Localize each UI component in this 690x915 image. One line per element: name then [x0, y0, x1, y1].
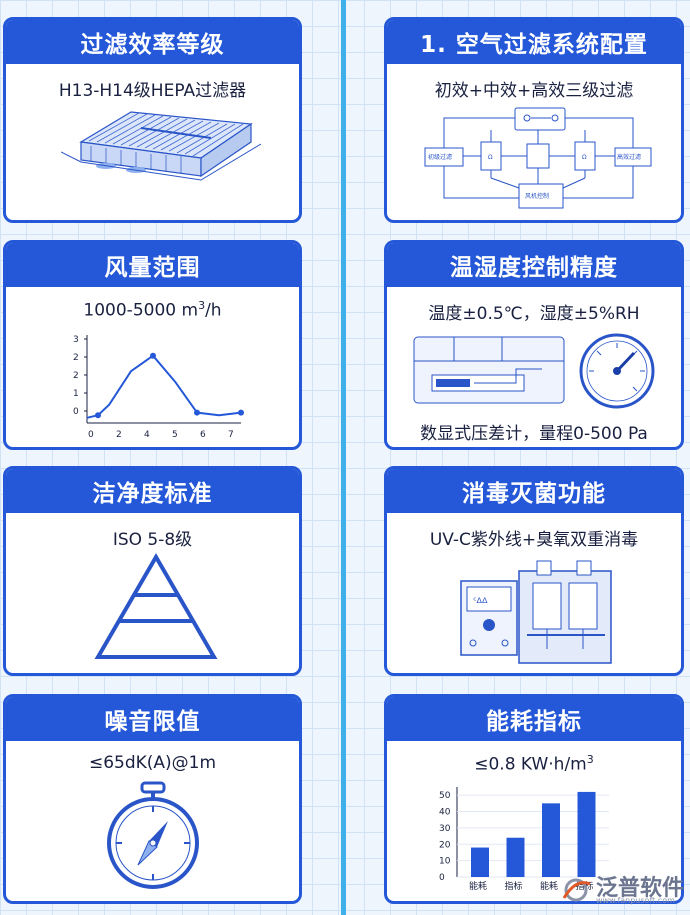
card-spec: UV-C紫外线+臭氧双重消毒	[429, 530, 639, 550]
card-spec: 1000-5000 m3/h	[6, 299, 299, 321]
brand-logo-icon	[562, 878, 591, 902]
y-tick-label: 10	[439, 857, 451, 867]
airflow-line-chart: 0 1 2 2 3 0 2 4 5 6 7	[73, 335, 244, 440]
diagram-label-hepa: 高效过滤	[617, 153, 641, 161]
card-cleanliness: 洁净度标准 ISO 5-8级	[3, 466, 302, 676]
card-system-config: 1. 空气过滤系统配置 初效+中效+高效三级过滤	[384, 17, 684, 223]
card-spec: ≤0.8 KW·h/m3	[387, 753, 681, 775]
diagram-label-primary: 初级过滤	[428, 153, 452, 161]
y-tick-label: 20	[439, 840, 451, 850]
card-title: 过滤效率等级	[6, 20, 299, 64]
card-filter-grade: 过滤效率等级 H13-H14级HEPA过滤器	[3, 17, 302, 223]
system-flow-diagram: 初级过滤 高效过滤 风机控制 Ω Ω	[424, 107, 652, 209]
svg-text:Ω: Ω	[582, 154, 587, 161]
diagram-label-fan: 风机控制	[525, 192, 549, 200]
x-tick-label: 4	[144, 430, 150, 440]
bar	[542, 803, 560, 877]
spec-prefix: 1000-5000 m	[83, 300, 199, 321]
card-spec: ≤65dK(A)@1m	[88, 753, 217, 773]
y-tick-label: 2	[73, 353, 79, 363]
data-point	[238, 409, 244, 416]
svg-text:ᑦᐃᐃ: ᑦᐃᐃ	[473, 596, 488, 605]
spec-suffix: /h	[205, 300, 222, 321]
svg-text:Ω: Ω	[488, 154, 493, 161]
center-divider	[341, 0, 346, 915]
y-tick-label: 1	[73, 389, 79, 399]
pyramid-icon	[94, 553, 218, 659]
card-title: 1. 空气过滤系统配置	[387, 20, 681, 64]
stopwatch-icon	[107, 781, 199, 889]
y-tick-label: 50	[439, 791, 451, 801]
x-tick-label: 能耗	[540, 880, 558, 892]
pressure-gauge-illustration	[413, 333, 655, 409]
x-tick-label: 7	[228, 430, 234, 440]
bar	[577, 791, 596, 877]
spec-sup: 3	[586, 753, 594, 766]
y-tick-label: 0	[73, 407, 79, 417]
watermark-url: www.fanpusoft.com	[596, 896, 675, 905]
card-temp-humidity: 温湿度控制精度 温度±0.5℃，湿度±5%RH 数显式压差计，量程0-500 P…	[384, 240, 684, 450]
card-spec: 温度±0.5℃，湿度±5%RH	[428, 304, 640, 324]
bar	[471, 847, 489, 877]
x-tick-label: 能耗	[469, 880, 487, 892]
card-title: 温湿度控制精度	[387, 243, 681, 287]
spec-sup: 3	[198, 299, 206, 312]
watermark: 泛普软件 www.fanpusoft.com	[560, 870, 685, 905]
series-line	[86, 354, 242, 419]
uv-ozone-device-illustration: ᑦᐃᐃ	[460, 560, 612, 664]
y-tick-label: 2	[73, 371, 79, 381]
x-tick-label: 0	[88, 430, 94, 440]
x-tick-label: 5	[172, 430, 178, 440]
card-spec: 初效+中效+高效三级过滤	[434, 81, 634, 101]
data-point	[194, 409, 200, 416]
data-point	[150, 352, 156, 359]
card-title: 能耗指标	[387, 697, 681, 741]
card-title: 洁净度标准	[6, 469, 299, 513]
card-disinfection: 消毒灭菌功能 UV-C紫外线+臭氧双重消毒 ᑦᐃᐃ	[384, 466, 684, 676]
y-tick-label: 3	[73, 335, 79, 345]
x-tick-label: 2	[116, 430, 122, 440]
data-point	[95, 412, 101, 419]
watermark-text: 泛普软件	[596, 876, 685, 901]
y-tick-label: 30	[439, 824, 451, 834]
x-tick-label: 6	[200, 430, 206, 440]
card-title: 消毒灭菌功能	[387, 469, 681, 513]
hepa-filter-illustration	[61, 111, 261, 181]
card-title: 风量范围	[6, 243, 299, 287]
y-tick-label: 40	[439, 808, 451, 818]
card-spec-secondary: 数显式压差计，量程0-500 Pa	[420, 424, 648, 444]
y-tick-label: 0	[439, 873, 445, 883]
card-noise: 噪音限值 ≤65dK(A)@1m	[3, 694, 302, 904]
card-spec: ISO 5-8级	[112, 530, 193, 550]
spec-prefix: ≤0.8 KW·h/m	[474, 754, 587, 775]
x-tick-label: 指标	[505, 880, 523, 892]
bar	[506, 837, 525, 877]
card-spec: H13-H14级HEPA过滤器	[58, 81, 247, 101]
card-title: 噪音限值	[6, 697, 299, 741]
energy-bar-chart: 50403020100能耗指标能耗指标	[439, 787, 609, 892]
